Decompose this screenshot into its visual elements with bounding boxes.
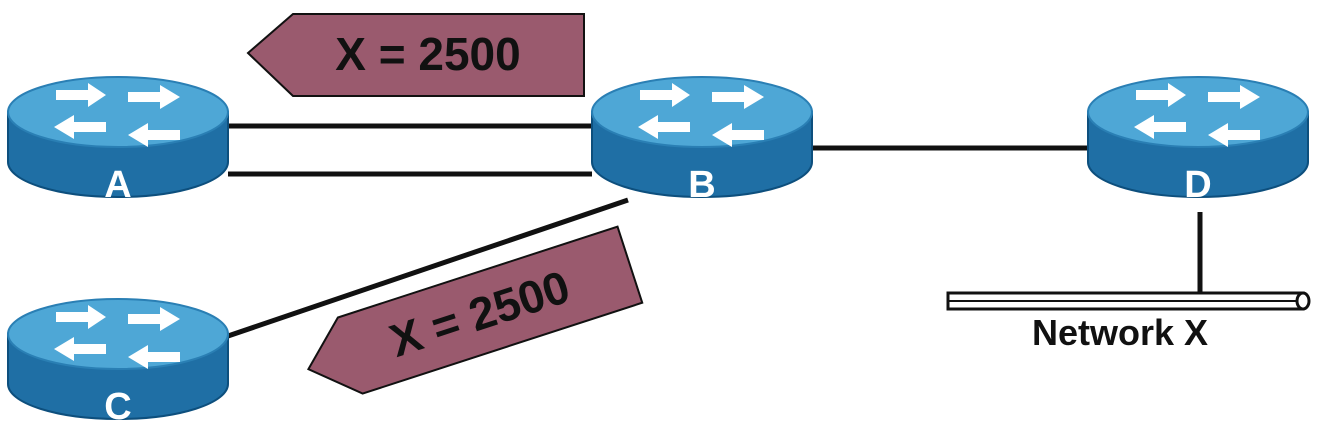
link-c-b — [227, 197, 629, 339]
update-arrow-to-a: X = 2500 — [246, 13, 585, 97]
router-label: A — [104, 164, 131, 206]
network-bus — [946, 291, 1311, 311]
router-b[interactable]: B — [591, 76, 813, 206]
arrow-label: X = 2500 — [335, 28, 520, 80]
network-label: Network X — [1032, 312, 1208, 353]
router-d[interactable]: D — [1087, 76, 1309, 206]
router-label: B — [688, 164, 715, 206]
arrow-shape — [307, 225, 644, 395]
router-a[interactable]: A — [7, 76, 229, 206]
arrow-shape — [246, 13, 585, 97]
router-label: D — [1184, 164, 1211, 206]
router-c[interactable]: C — [7, 298, 229, 428]
router-label: C — [104, 386, 131, 428]
